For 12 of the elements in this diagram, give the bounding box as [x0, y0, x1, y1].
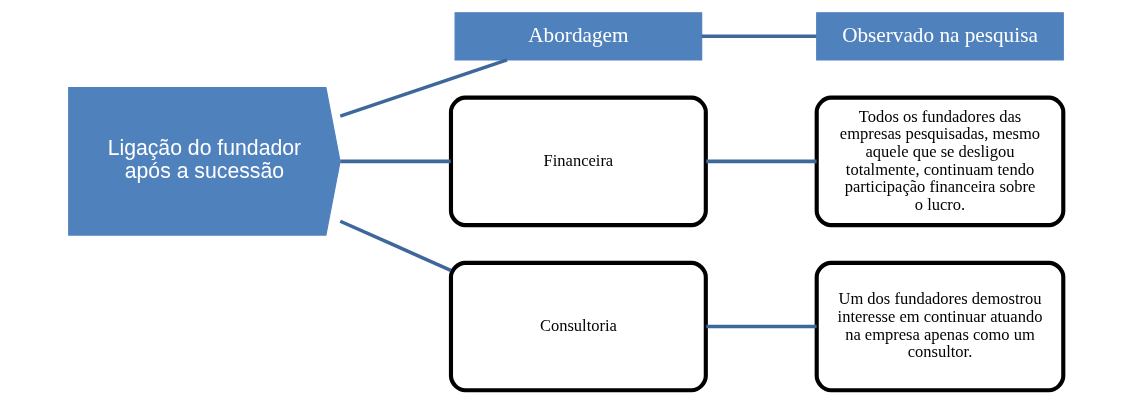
node-box: Abordagem [454, 12, 702, 61]
node-box: Consultoria [448, 260, 708, 393]
connector [705, 159, 817, 164]
connector [339, 58, 508, 118]
node-box: Todos os fundadores das empresas pesquisadas, mesmo aquele que se desligou totalmente, continuam tendo participação financeira sobre o lucro. [814, 95, 1065, 228]
connector [339, 159, 451, 164]
connector [705, 324, 817, 329]
node-box: Financeira [448, 95, 708, 228]
connector [339, 219, 451, 272]
node-box: Um dos fundadores demostrou interesse em continuar atuando na empresa apenas como um consultor. [814, 260, 1065, 393]
node-box: Observado na pesquisa [815, 12, 1064, 61]
connector [701, 34, 816, 39]
